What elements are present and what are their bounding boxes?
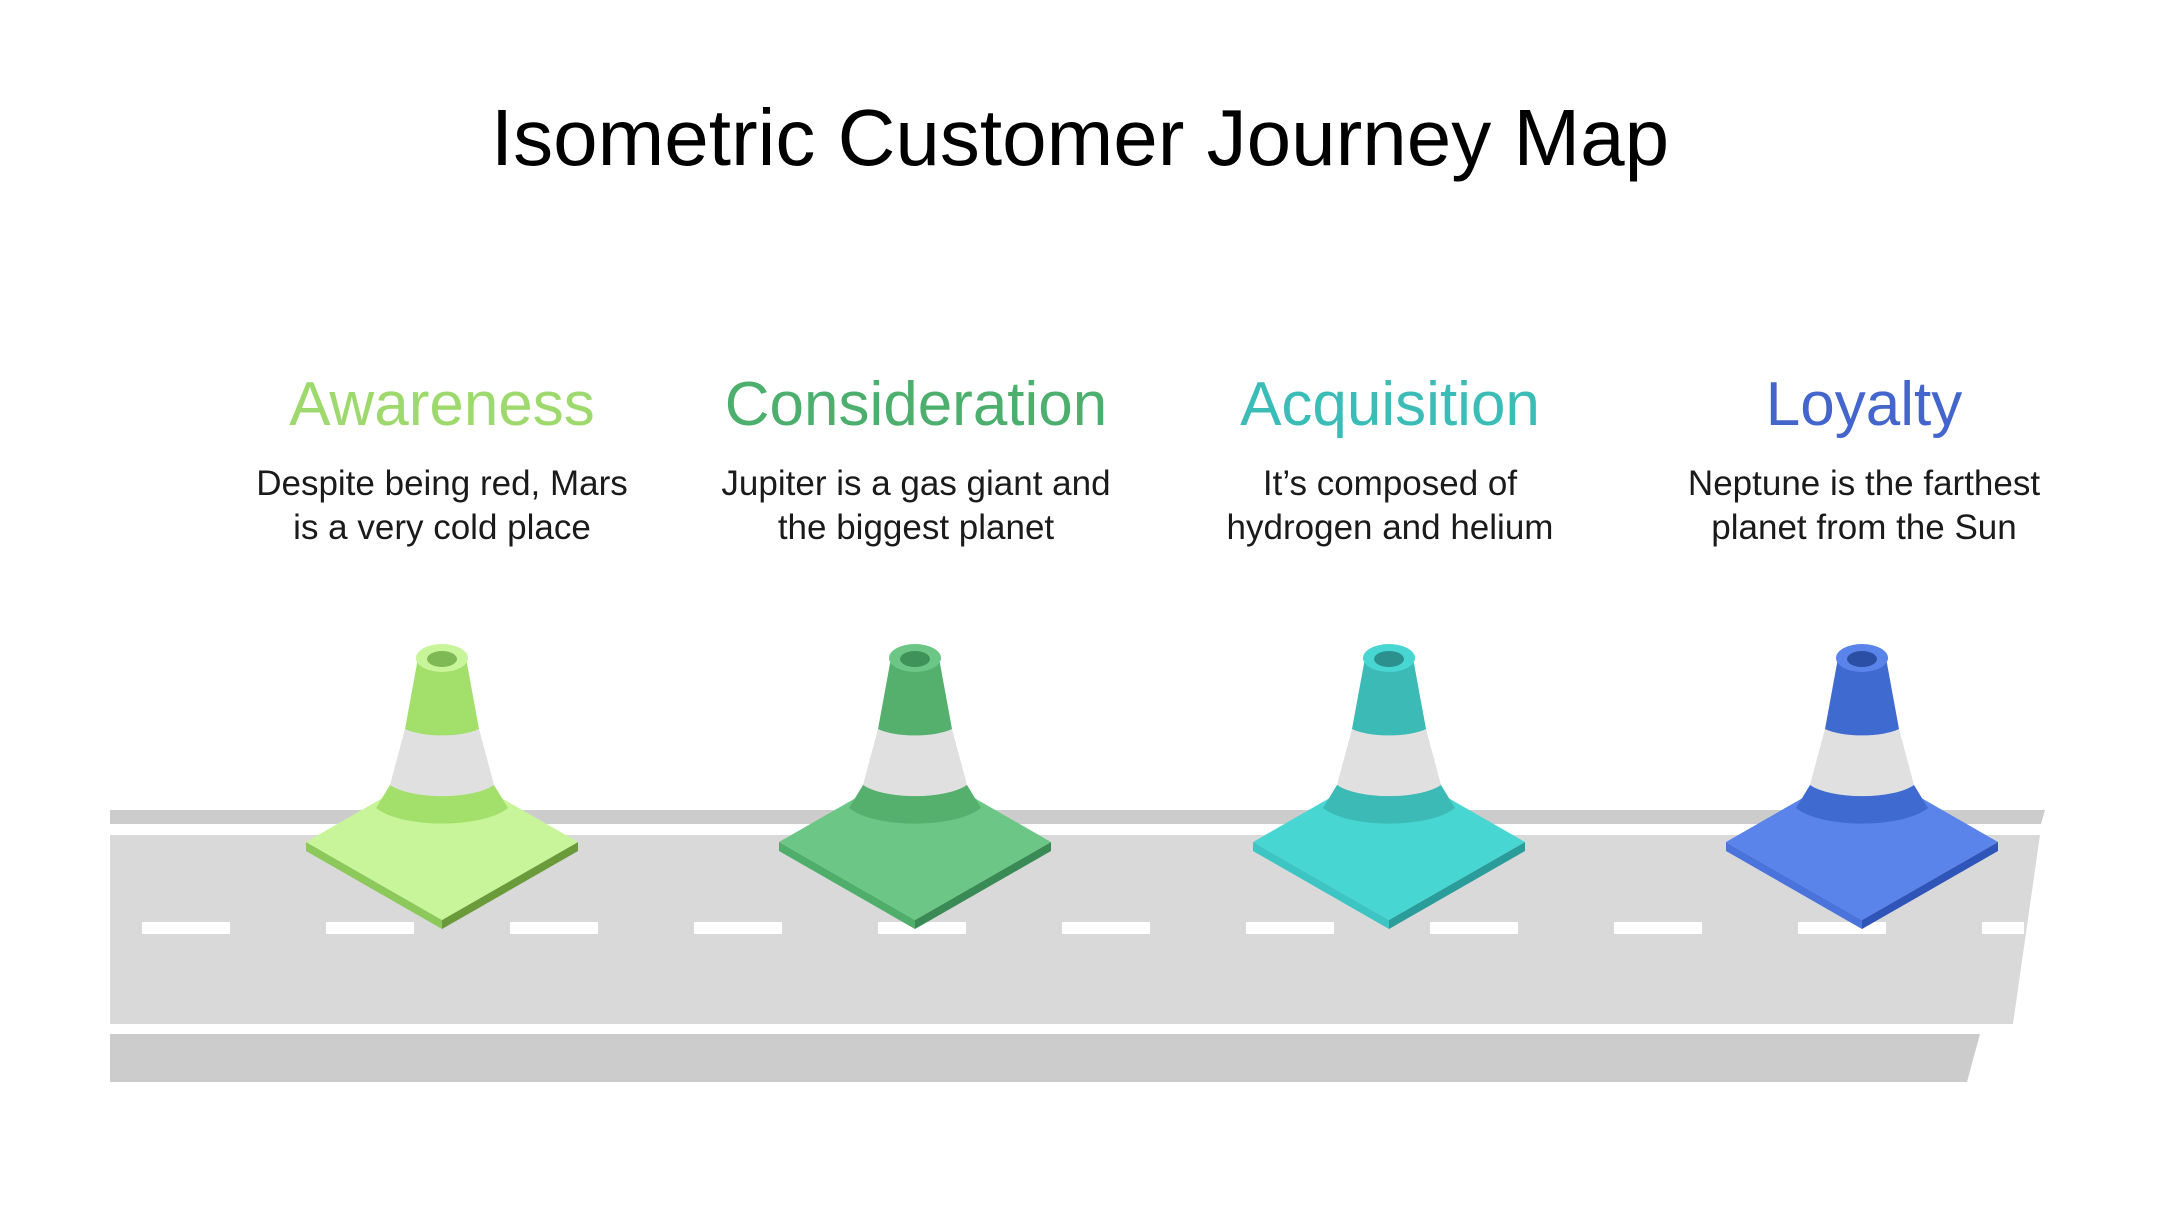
stage-consideration: Consideration Jupiter is a gas giant and… <box>656 360 1176 550</box>
road-dash <box>142 922 230 934</box>
traffic-cones <box>306 644 1998 929</box>
road-dash <box>878 922 966 934</box>
road-dash <box>510 922 598 934</box>
cone-base-left-side <box>1253 842 1389 929</box>
stage-title-acquisition: Acquisition <box>1240 370 1540 439</box>
traffic-cone-loyalty-icon <box>1726 644 1998 929</box>
stage-description-line: planet from the Sun <box>1711 508 2017 547</box>
road-dash <box>1062 922 1150 934</box>
stage-description-line: Jupiter is a gas giant and <box>721 464 1111 503</box>
road-dash <box>1246 922 1334 934</box>
cone-top-hole <box>1374 651 1404 667</box>
traffic-cone-consideration-icon <box>779 644 1051 929</box>
stage-loyalty: Loyalty Neptune is the farthest planet f… <box>1604 360 2124 550</box>
cone-top-hole <box>900 651 930 667</box>
cone-reflective-stripe <box>1810 729 1914 797</box>
cone-top-hole <box>1847 651 1877 667</box>
cone-base-top <box>306 764 578 920</box>
cone-top-band <box>405 658 479 736</box>
cone-base-right-side <box>1862 842 1998 929</box>
cone-bottom-band <box>1796 785 1928 824</box>
road-dash <box>1982 922 2024 934</box>
stage-acquisition: Acquisition It’s composed of hydrogen an… <box>1130 360 1650 550</box>
road-dash <box>1798 922 1886 934</box>
cone-bottom-band <box>376 785 508 824</box>
stage-description-line: Despite being red, Mars <box>256 464 628 503</box>
stage-title-loyalty: Loyalty <box>1765 370 1963 439</box>
road-top-edge <box>110 810 2045 824</box>
cone-base-top <box>779 764 1051 920</box>
stage-description-line: the biggest planet <box>777 508 1055 547</box>
cone-base-right-side <box>915 842 1051 929</box>
cone-bottom-band <box>1323 785 1455 824</box>
stage-description-awareness: Despite being red, Mars is a very cold p… <box>182 462 702 550</box>
stage-description-acquisition: It’s composed of hydrogen and helium <box>1130 462 1650 550</box>
cone-top-band <box>1825 658 1899 736</box>
traffic-cone-acquisition-icon <box>1253 644 1525 929</box>
stage-description-loyalty: Neptune is the farthest planet from the … <box>1604 462 2124 550</box>
road-bottom-edge <box>110 1034 1980 1082</box>
road-dash <box>326 922 414 934</box>
road-dash <box>694 922 782 934</box>
stage-title-awareness: Awareness <box>289 370 595 439</box>
cone-base-top <box>1253 764 1525 920</box>
cone-top-band <box>1352 658 1426 736</box>
stage-awareness: Awareness Despite being red, Mars is a v… <box>182 360 702 550</box>
traffic-cone-awareness-icon <box>306 644 578 929</box>
stage-title-consideration: Consideration <box>724 370 1108 439</box>
cone-reflective-stripe <box>863 729 967 797</box>
page-title: Isometric Customer Journey Map <box>490 93 1670 182</box>
road <box>110 810 2045 1082</box>
stage-description-line: hydrogen and helium <box>1226 508 1554 547</box>
cone-top-band <box>878 658 952 736</box>
cone-top-hole <box>427 651 457 667</box>
cone-base-left-side <box>1726 842 1862 929</box>
cone-base-right-side <box>442 842 578 929</box>
road-dash <box>1614 922 1702 934</box>
cone-base-left-side <box>306 842 442 929</box>
cone-reflective-stripe <box>1337 729 1441 797</box>
stage-description-line: Neptune is the farthest <box>1687 464 2041 503</box>
cone-reflective-stripe <box>390 729 494 797</box>
cone-bottom-band <box>849 785 981 824</box>
cone-base-top <box>1726 764 1998 920</box>
stage-description-consideration: Jupiter is a gas giant and the biggest p… <box>656 462 1176 550</box>
road-dash <box>1430 922 1518 934</box>
stage-description-line: It’s composed of <box>1262 464 1518 503</box>
cone-base-right-side <box>1389 842 1525 929</box>
stage-description-line: is a very cold place <box>293 508 591 547</box>
cone-base-left-side <box>779 842 915 929</box>
